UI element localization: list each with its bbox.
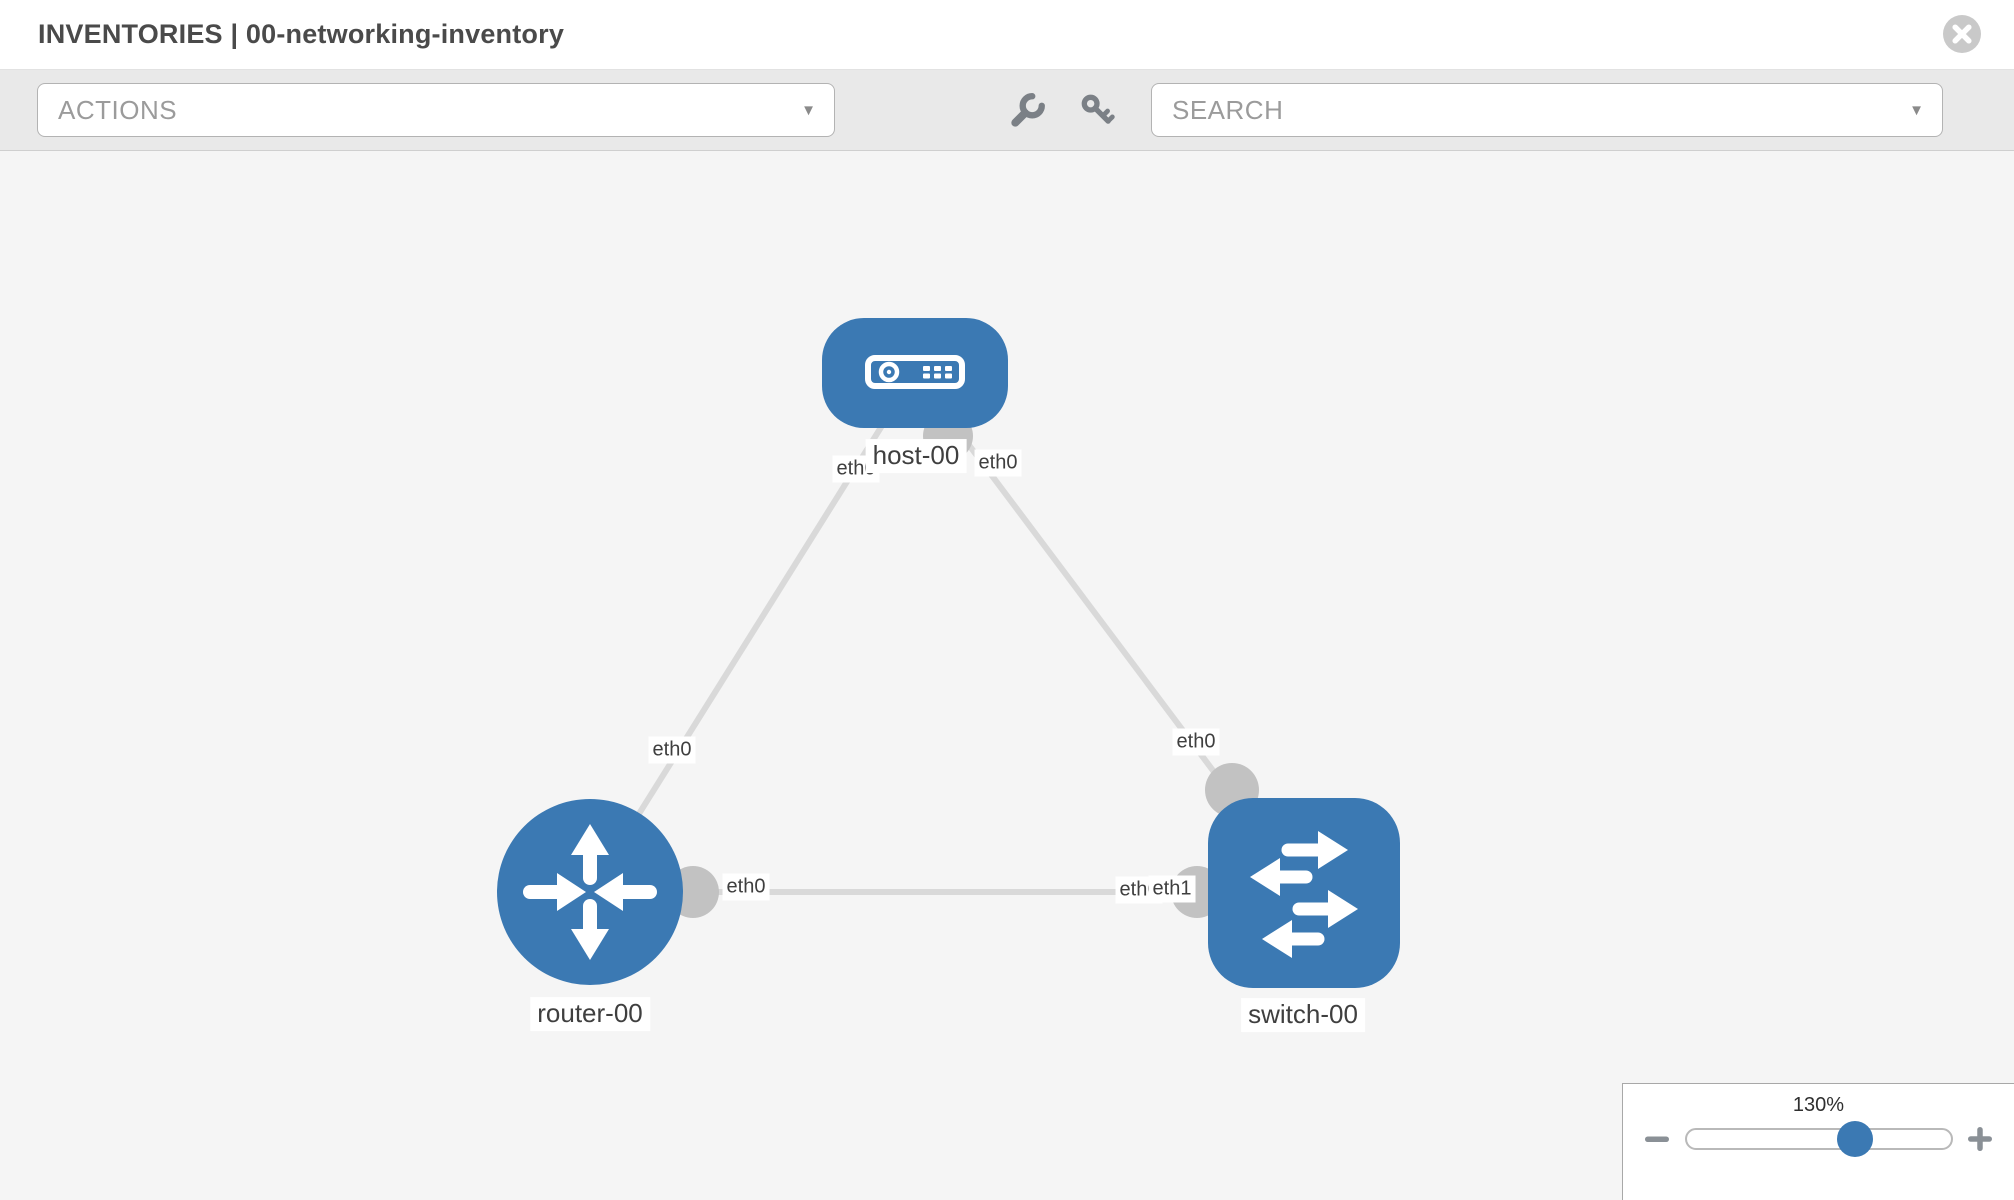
topology-svg [497, 318, 1400, 988]
interface-label: eth1 [1148, 875, 1196, 903]
node-router-00[interactable] [497, 799, 683, 985]
search-dropdown[interactable]: SEARCH ▼ [1151, 83, 1943, 137]
credentials-key-button[interactable] [1075, 88, 1119, 132]
topology-canvas[interactable]: eth0 host-00 eth0 eth0 eth0 eth0 eth0 et… [0, 151, 2014, 1200]
node-label-switch-00: switch-00 [1241, 998, 1365, 1032]
zoom-slider[interactable] [1684, 1121, 1953, 1157]
toolbar: ACTIONS ▼ SEARCH ▼ [0, 70, 2014, 151]
node-label-host-00: host-00 [865, 439, 967, 473]
window-header: INVENTORIES | 00-networking-inventory [0, 0, 2014, 70]
node-switch-00[interactable] [1208, 798, 1400, 988]
zoom-level-value: 130% [1792, 1094, 1845, 1116]
plus-icon [1968, 1127, 1992, 1151]
node-label-router-00: router-00 [530, 997, 650, 1031]
node-host-00[interactable] [822, 318, 1008, 428]
page-title: INVENTORIES | 00-networking-inventory [38, 19, 565, 49]
interface-label: eth0 [722, 873, 770, 901]
key-icon [1081, 94, 1115, 124]
interface-label: eth0 [974, 449, 1022, 477]
zoom-in-button[interactable] [1966, 1126, 1994, 1152]
search-placeholder: SEARCH [1172, 94, 1284, 125]
wrench-icon [1011, 93, 1045, 127]
interface-label: eth0 [648, 736, 696, 764]
actions-dropdown-label: ACTIONS [58, 94, 178, 125]
close-icon [1943, 15, 1981, 53]
interface-label: eth0 [1172, 728, 1220, 756]
router-arrows-icon [523, 824, 657, 960]
zoom-slider-thumb[interactable] [1837, 1121, 1874, 1157]
actions-dropdown[interactable]: ACTIONS ▼ [37, 83, 835, 137]
close-button[interactable] [1942, 14, 1982, 54]
switch-arrows-icon [1250, 831, 1358, 958]
minus-icon [1645, 1136, 1669, 1142]
chevron-down-icon: ▼ [1909, 101, 1924, 119]
zoom-panel: 130% [1622, 1083, 2014, 1200]
chevron-down-icon: ▼ [801, 101, 816, 119]
configure-tools-button[interactable] [1006, 88, 1050, 132]
host-device-icon [865, 355, 965, 389]
zoom-out-button[interactable] [1643, 1126, 1671, 1152]
